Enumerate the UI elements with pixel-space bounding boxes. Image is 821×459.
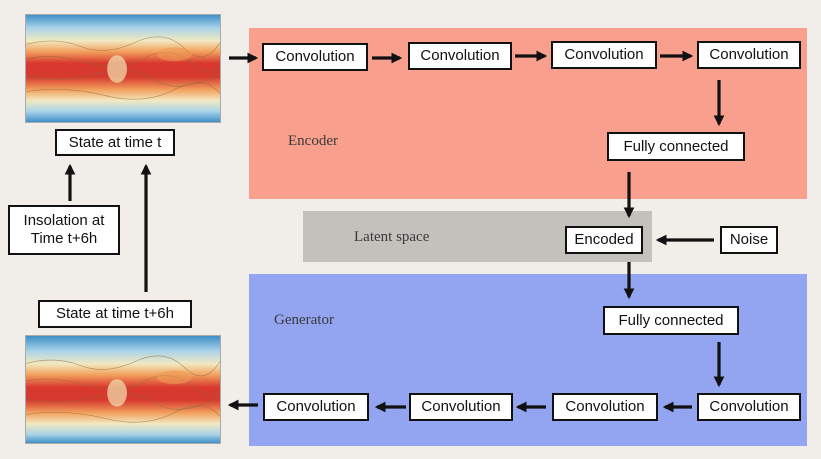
encoder-conv4-box: Convolution	[697, 41, 801, 69]
generator-conv4-box: Convolution	[263, 393, 369, 421]
generator-conv1-box: Convolution	[697, 393, 801, 421]
state-at-time-t-box: State at time t	[55, 129, 175, 156]
encoder-label: Encoder	[288, 133, 338, 149]
encoder-conv2-box: Convolution	[408, 42, 512, 70]
encoder-conv3-box: Convolution	[551, 41, 657, 69]
climate-map-input-image	[25, 14, 221, 123]
climate-map-output-image	[25, 335, 221, 444]
encoder-conv1-box: Convolution	[262, 43, 368, 71]
state-at-time-t6-box: State at time t+6h	[38, 300, 192, 328]
generator-conv2-box: Convolution	[552, 393, 658, 421]
generator-conv3-box: Convolution	[409, 393, 513, 421]
generator-label: Generator	[274, 312, 334, 328]
generator-fully-connected-box: Fully connected	[603, 306, 739, 335]
insolation-box: Insolation at Time t+6h	[8, 205, 120, 255]
encoded-box: Encoded	[565, 226, 643, 254]
noise-box: Noise	[720, 226, 778, 254]
encoder-fully-connected-box: Fully connected	[607, 132, 745, 161]
latent-space-label: Latent space	[354, 229, 430, 245]
